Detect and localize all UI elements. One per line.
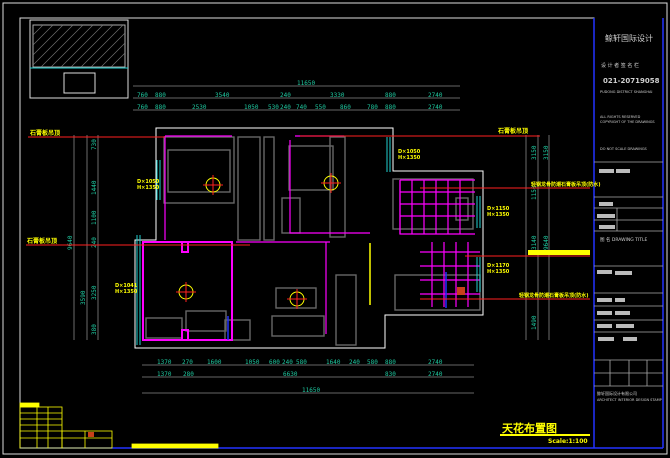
svg-text:021-20719058: 021-20719058	[603, 77, 660, 85]
dimension-value: 1640	[326, 359, 341, 366]
dimension-value: 240	[349, 359, 360, 366]
dimension-value: 880	[385, 104, 396, 111]
dimension-value: 1600	[207, 359, 222, 366]
svg-text:H×1350: H×1350	[398, 155, 421, 161]
svg-text:COPYRIGHT OF THE DRAWINGS: COPYRIGHT OF THE DRAWINGS	[600, 120, 655, 124]
svg-text:ALL RIGHTS RESERVED: ALL RIGHTS RESERVED	[600, 115, 641, 119]
svg-text:DO NOT SCALE DRAWINGS: DO NOT SCALE DRAWINGS	[600, 147, 648, 151]
dimension-value: 3590	[80, 290, 87, 305]
svg-text:D×1150: D×1150	[487, 206, 510, 212]
svg-text:H×1350: H×1350	[487, 212, 510, 218]
svg-text:鲸轩国际设计: 鲸轩国际设计	[605, 33, 653, 43]
svg-text:D×1170: D×1170	[487, 263, 510, 269]
dimension-value: 880	[385, 359, 396, 366]
dimension-value: 600	[269, 359, 280, 366]
dimension-value: 1370	[157, 359, 172, 366]
dimension-value: 6630	[283, 371, 298, 378]
dimension-value: 2740	[428, 104, 443, 111]
dimension-value: 3330	[330, 92, 345, 99]
dimension-value: 380	[91, 324, 98, 335]
dimension-value: 280	[183, 371, 194, 378]
svg-text:ARCHITECT INTERIOR DESIGN STAM: ARCHITECT INTERIOR DESIGN STAMP	[597, 398, 662, 402]
dimension-value: 730	[91, 139, 98, 150]
dimension-value: 270	[182, 359, 193, 366]
dimension-value: 3150	[531, 145, 538, 160]
dimension-value: 3140	[531, 235, 538, 250]
dimension-value: 240	[280, 104, 291, 111]
dimension-value: 830	[385, 371, 396, 378]
svg-text:H×1350: H×1350	[487, 269, 510, 275]
svg-text:设 计 者 签 名 栏: 设 计 者 签 名 栏	[601, 62, 639, 69]
svg-text:D×1041: D×1041	[115, 283, 138, 289]
dimension-value: 9640	[67, 235, 74, 250]
dimension-value: 880	[385, 92, 396, 99]
dim-bottom-row2: 1370 280 6630 830 2740	[157, 371, 443, 378]
dimension-value: 1150	[531, 185, 538, 200]
dimension-value: 1370	[157, 371, 172, 378]
dimension-value: 240	[282, 359, 293, 366]
dimension-value: 3250	[91, 285, 98, 300]
dimension-value: 530	[268, 104, 279, 111]
dimension-value: 740	[296, 104, 307, 111]
dimension-value: 1440	[91, 180, 98, 195]
ceiling-label: 轻钢龙骨防潮石膏板吊顶(防水)	[531, 181, 601, 188]
svg-text:H×1350: H×1350	[115, 289, 138, 295]
ceiling-label: 轻钢龙骨防潮石膏板吊顶(防水)	[519, 292, 589, 299]
svg-text:D×1050: D×1050	[398, 149, 421, 155]
dimension-value: 2740	[428, 359, 443, 366]
dimension-value: 240	[91, 237, 98, 248]
dimension-value: 1490	[531, 315, 538, 330]
dimension-value: 1050	[245, 359, 260, 366]
dimension-value: 880	[155, 104, 166, 111]
ceiling-label: 石膏板吊顶	[497, 127, 528, 135]
drawing-scale: Scale:1:100	[548, 438, 588, 445]
dim-top-row2: 760 880 3540 240 3330 880 2740	[137, 92, 443, 99]
ceiling-label: 石膏板吊顶	[26, 237, 57, 245]
dimension-value: 760	[137, 104, 148, 111]
dimension-value: 2530	[192, 104, 207, 111]
drawing-title: 天花布置图	[502, 421, 557, 435]
dimension-value: 1100	[91, 210, 98, 225]
svg-text:鲸轩国际设计有限公司: 鲸轩国际设计有限公司	[597, 390, 637, 396]
dim-right: 3150 3150 1150 3140 1490 9640	[531, 145, 550, 330]
dimension-value: 780	[367, 104, 378, 111]
dimension-value: 580	[367, 359, 378, 366]
dim-top-total: 11650	[297, 80, 315, 87]
key-plan-thumbnail	[29, 19, 129, 99]
dimension-value: 880	[155, 92, 166, 99]
dimension-value: 550	[315, 104, 326, 111]
dim-bottom-total: 11650	[302, 387, 320, 394]
dimension-value: 2740	[428, 92, 443, 99]
dimensions-top	[133, 85, 460, 111]
dimension-value: 860	[340, 104, 351, 111]
dimension-value: 3540	[215, 92, 230, 99]
dimensions-bottom	[142, 364, 474, 394]
dimension-value: 1050	[244, 104, 259, 111]
dim-left: 730 1440 1100 240 3250 380 3590 9640	[67, 139, 98, 335]
svg-text:H×1350: H×1350	[137, 185, 160, 191]
dimension-value: 2740	[428, 371, 443, 378]
dimensions-vertical	[73, 135, 550, 340]
svg-text:D×1050: D×1050	[137, 179, 160, 185]
dimension-value: 3150	[543, 145, 550, 160]
ceiling-label: 石膏板吊顶	[29, 129, 60, 137]
dimension-value: 760	[137, 92, 148, 99]
svg-text:图 名 DRAWING TITLE: 图 名 DRAWING TITLE	[600, 236, 647, 243]
title-block: 鲸轩国际设计 设 计 者 签 名 栏 021-20719058 PUDONG D…	[594, 33, 663, 402]
floor-plan[interactable]	[26, 127, 590, 349]
svg-text:PUDONG DISTRICT SHANGHAI: PUDONG DISTRICT SHANGHAI	[600, 90, 652, 94]
dimension-value: 580	[296, 359, 307, 366]
dimension-value: 9640	[543, 235, 550, 250]
legend-table	[19, 402, 219, 449]
dimension-value: 240	[280, 92, 291, 99]
